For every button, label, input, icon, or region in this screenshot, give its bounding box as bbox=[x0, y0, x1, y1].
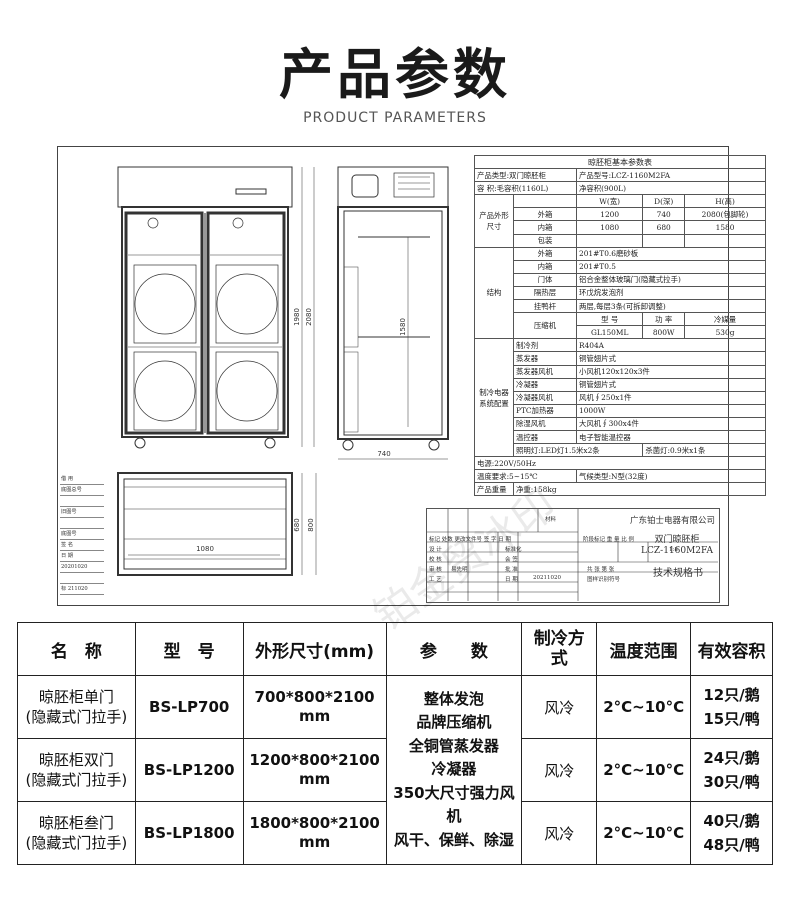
header-name: 名 称 bbox=[17, 622, 136, 676]
header-range: 温度范围 bbox=[596, 622, 692, 676]
header-model: 型 号 bbox=[134, 622, 244, 676]
technical-drawing: 1980 2080 740 1580 1080 680 800 铂金贸冰印 借 … bbox=[57, 146, 766, 640]
dim-side-shelf: 1580 bbox=[399, 318, 407, 336]
dim-side-depth: 740 bbox=[377, 450, 390, 458]
revision-strip: 借 用 底图总号 旧图号 底图号 签 名 日 期 20201020 标 2110… bbox=[60, 474, 104, 595]
side-view bbox=[337, 166, 449, 460]
dim-front-height2: 2080 bbox=[305, 308, 313, 326]
dim-top-depth2: 800 bbox=[307, 518, 315, 531]
table-header: 名 称 型 号 外形尺寸(mm) 参 数 制冷方式 温度范围 有效容积 bbox=[17, 622, 773, 676]
spec-title: 晾胚柜基本参数表 bbox=[474, 154, 766, 170]
company-name: 广东铂士电器有限公司 bbox=[629, 516, 715, 526]
dim-top-depth1: 680 bbox=[293, 518, 301, 531]
header-size: 外形尺寸(mm) bbox=[242, 622, 387, 676]
header-capacity: 有效容积 bbox=[690, 622, 773, 676]
front-view bbox=[117, 166, 315, 449]
table-row: 晾胚柜双门(隐藏式门拉手) BS-LP1200 1200*800*2100 mm… bbox=[17, 738, 773, 802]
top-view bbox=[117, 472, 317, 576]
cabinet-drawings: 1980 2080 740 1580 1080 680 800 bbox=[117, 166, 718, 601]
table-row: 晾胚柜单门(隐藏式门拉手) BS-LP700 700*800*2100 mm 整… bbox=[17, 675, 773, 865]
page-subtitle: PRODUCT PARAMETERS bbox=[303, 110, 487, 126]
document-type: 技术规格书 bbox=[653, 568, 703, 579]
header-cooling: 制冷方式 bbox=[521, 622, 598, 676]
dim-front-height1: 1980 bbox=[293, 308, 301, 326]
product-table: 名 称 型 号 外形尺寸(mm) 参 数 制冷方式 温度范围 有效容积 晾胚柜单… bbox=[17, 622, 773, 865]
spec-table: 晾胚柜基本参数表 产品类型:双门晾胚柜产品型号:LCZ-1160M2FA 容 积… bbox=[474, 154, 766, 497]
params-cell: 整体发泡 品牌压缩机 全铜管蒸发器 冷凝器 350大尺寸强力风机 风干、保鲜、除… bbox=[385, 675, 523, 865]
dim-top-width: 1080 bbox=[196, 545, 214, 553]
page-title: 产品参数 bbox=[279, 43, 511, 106]
title-block-grid bbox=[426, 508, 718, 601]
table-row: 晾胚柜叁门(隐藏式门拉手) BS-LP1800 1800*800*2100 mm… bbox=[17, 801, 773, 865]
header-params: 参 数 bbox=[385, 622, 523, 676]
